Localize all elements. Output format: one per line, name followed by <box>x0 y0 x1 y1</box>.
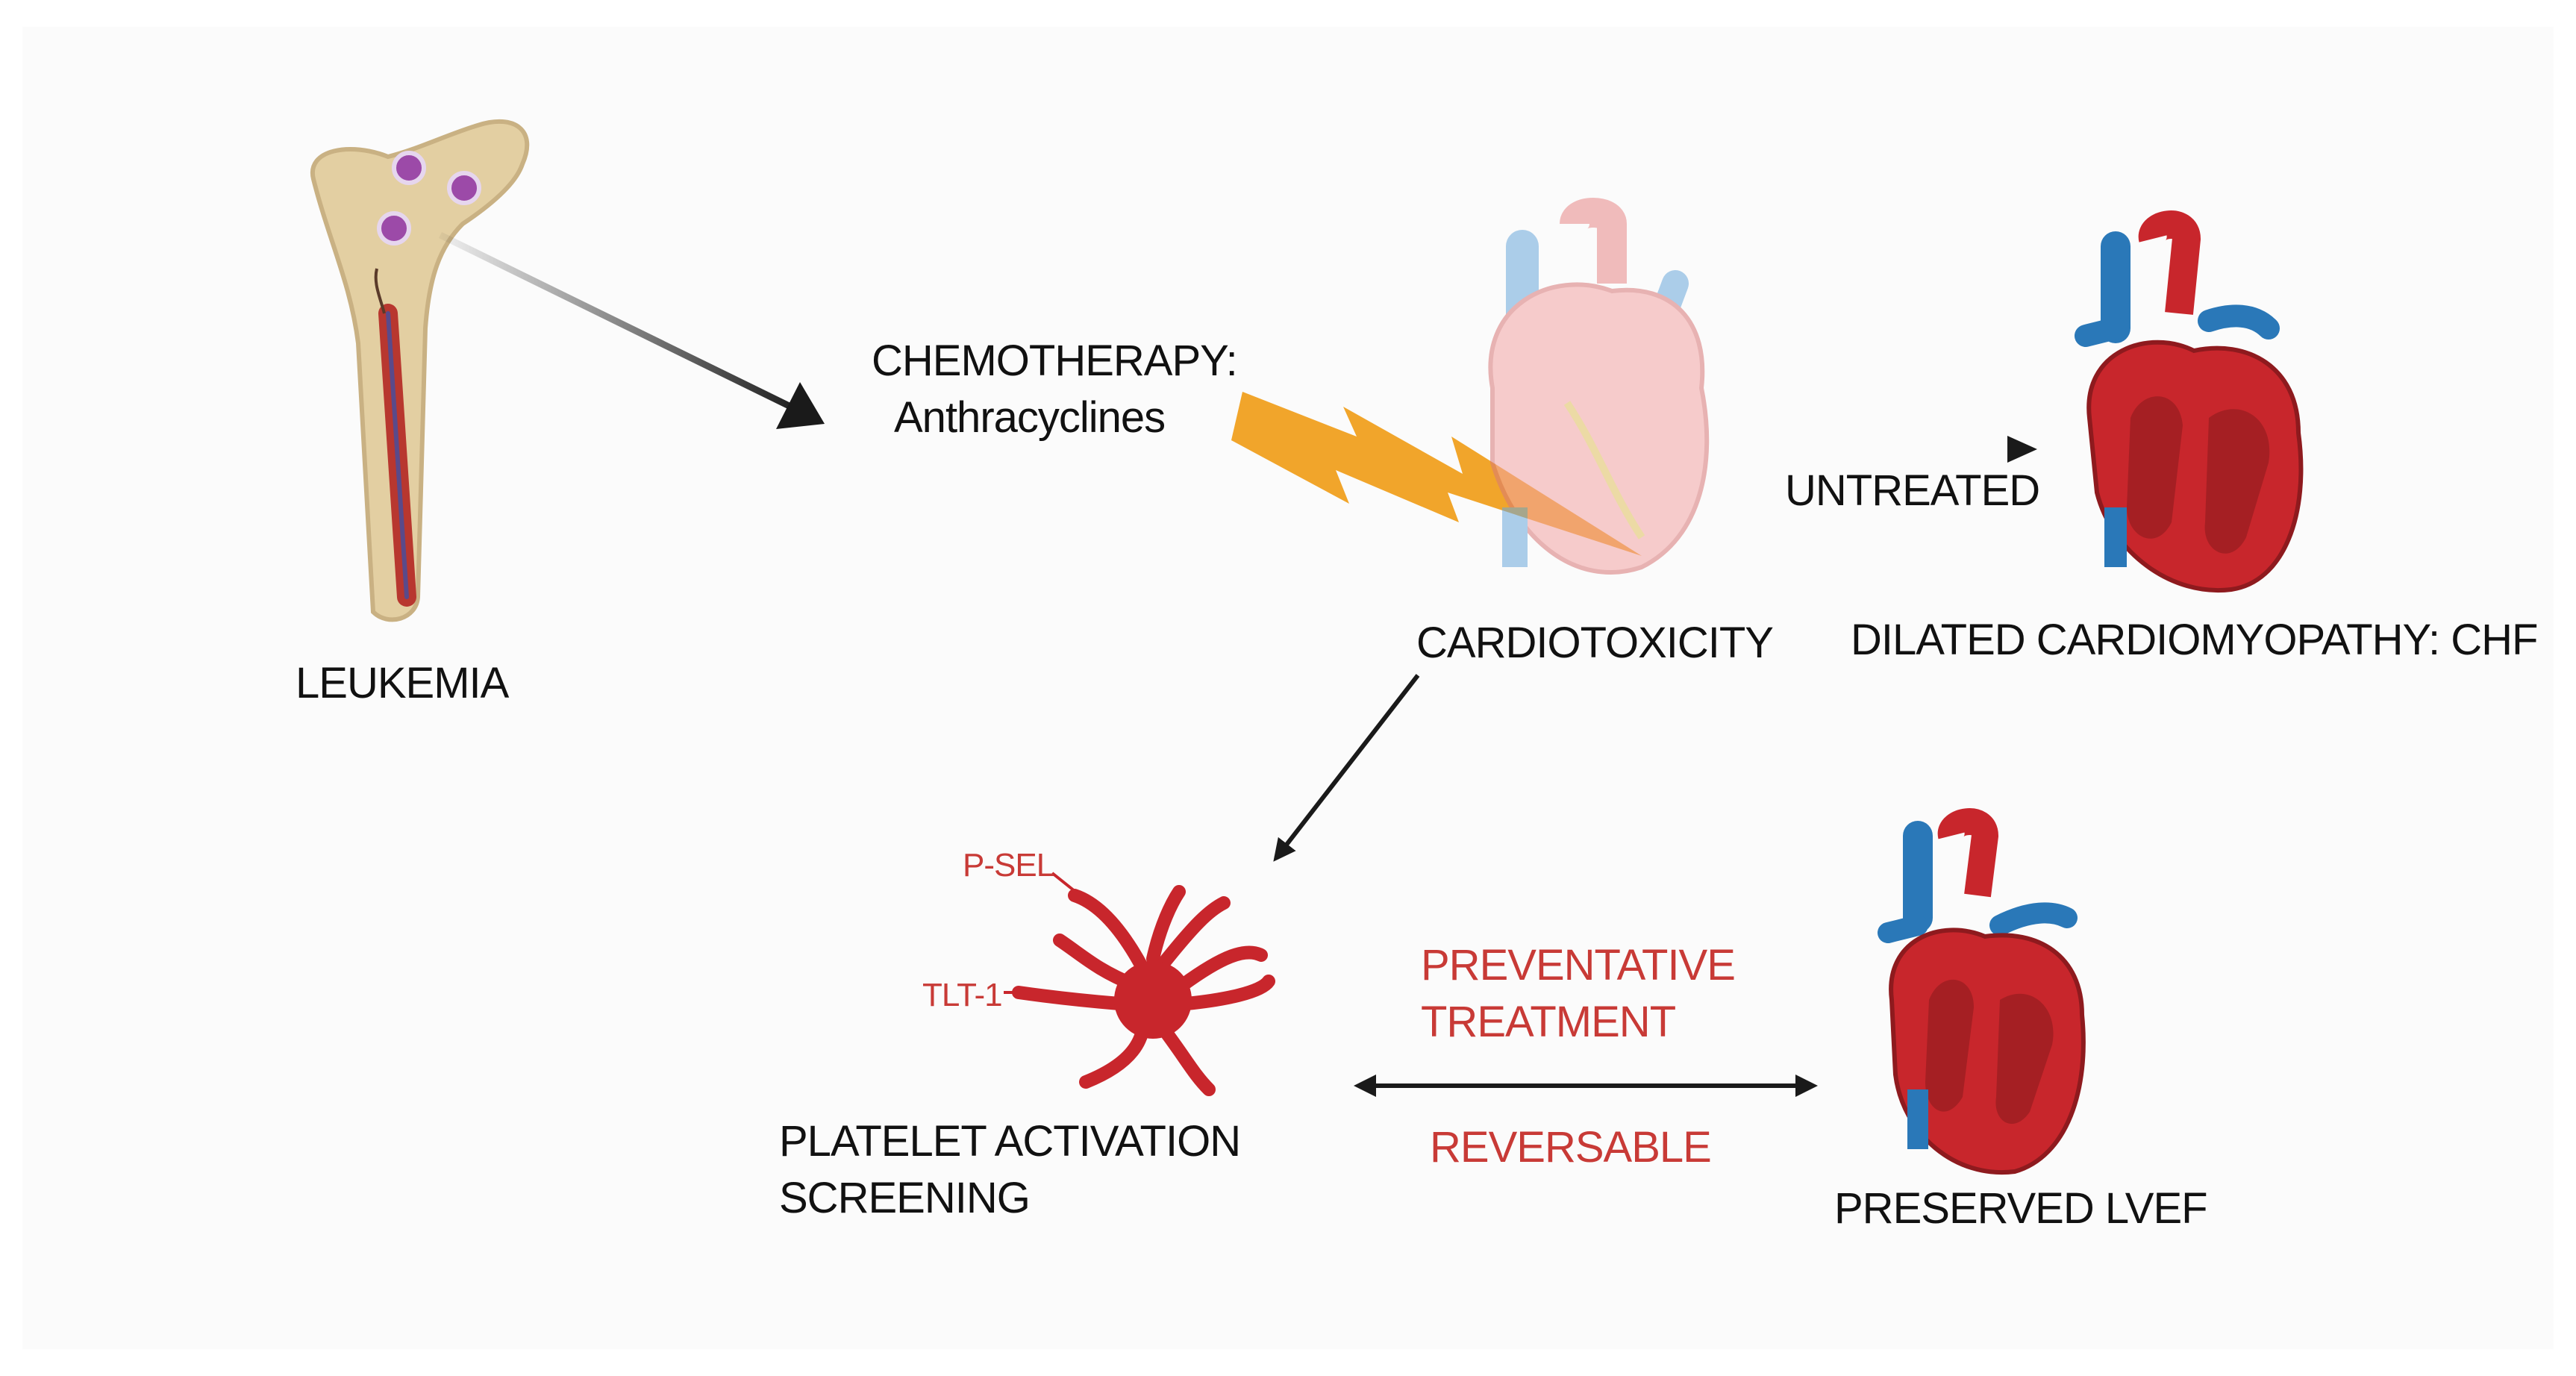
dilated-cardiomyopathy-label: DILATED CARDIOMYOPATHY: CHF <box>1851 616 2538 664</box>
cardiotoxic-heart-icon <box>1488 198 1710 575</box>
arrow-untreated <box>1780 436 2037 463</box>
preventative-label: PREVENTATIVE <box>1421 941 1736 989</box>
arrow-bone-to-chemo <box>439 231 825 429</box>
bone-icon <box>310 119 530 622</box>
screening-label: SCREENING <box>779 1174 1031 1222</box>
tlt-1-label: TLT-1 <box>922 977 1003 1013</box>
arrow-cardio-to-platelet <box>1273 674 1420 862</box>
dilated-heart-icon <box>2075 210 2304 593</box>
platelet-activation-label: PLATELET ACTIVATION <box>779 1117 1241 1166</box>
preserved-lvef-label: PRESERVED LVEF <box>1834 1184 2208 1233</box>
platelet-body <box>1114 961 1192 1039</box>
cardiotoxicity-label: CARDIOTOXICITY <box>1416 619 1774 667</box>
anthracyclines-label: Anthracyclines <box>894 393 1166 442</box>
chemotherapy-label: CHEMOTHERAPY: <box>872 337 1238 385</box>
activated-platelet-icon <box>1012 885 1275 1096</box>
leukemia-label: LEUKEMIA <box>296 659 509 707</box>
untreated-label: UNTREATED <box>1785 466 2040 515</box>
p-sel-pointer <box>1051 872 1080 895</box>
p-sel-label: P-SEL <box>963 847 1054 884</box>
treatment-label: TREATMENT <box>1421 998 1676 1046</box>
reversable-label: REVERSABLE <box>1430 1123 1712 1172</box>
preserved-heart-icon <box>1878 808 2086 1175</box>
